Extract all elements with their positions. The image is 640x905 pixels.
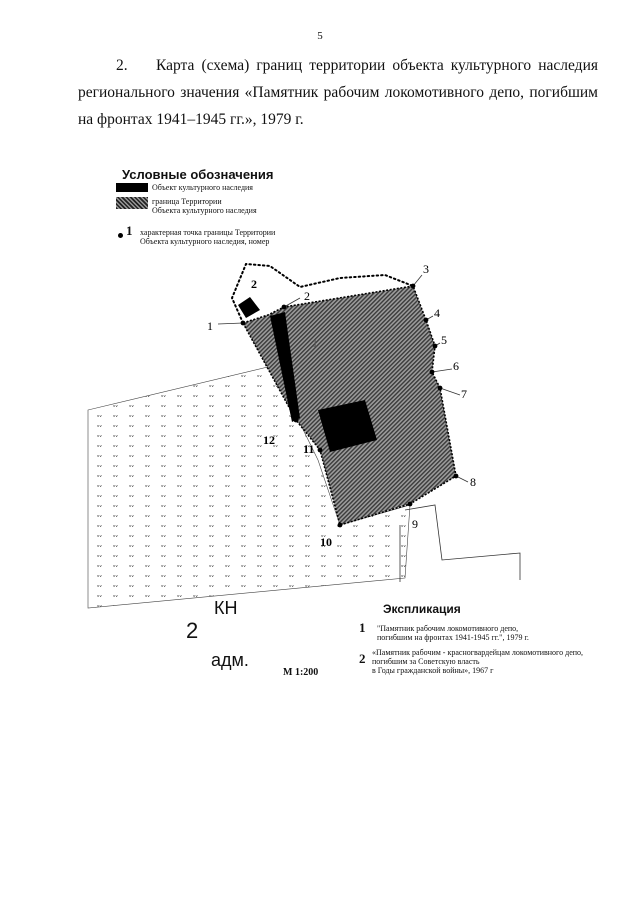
legend-point-label-1: характерная точка границы Территории bbox=[140, 228, 276, 237]
leader-line-2 bbox=[283, 297, 301, 308]
explication-item-line: погибшим за Советскую власть bbox=[372, 657, 480, 666]
boundary-point-3 bbox=[410, 283, 416, 289]
legend-title: Условные обозначения bbox=[122, 167, 274, 182]
district-type: адм. bbox=[211, 650, 249, 670]
map-scale: М 1:200 bbox=[283, 667, 319, 678]
district-number: 2 bbox=[186, 618, 199, 643]
point-label-10: 10 bbox=[320, 535, 332, 549]
boundary-point-9 bbox=[407, 501, 413, 507]
legend-point-number: 1 bbox=[126, 223, 133, 238]
boundary-point-4 bbox=[423, 317, 429, 323]
leader-line-1 bbox=[217, 322, 244, 325]
legend-boundary-swatch bbox=[116, 197, 148, 209]
leader-line-7 bbox=[439, 387, 461, 396]
monument-object-2 bbox=[238, 297, 260, 318]
leader-line-6 bbox=[431, 368, 453, 373]
legend-object-swatch bbox=[116, 183, 148, 192]
legend-boundary-label-1: граница Территории bbox=[152, 197, 222, 206]
boundary-point-1 bbox=[240, 320, 246, 326]
explication-item-number: 1 bbox=[359, 620, 366, 635]
explication-title: Экспликация bbox=[383, 602, 461, 616]
point-label-9: 9 bbox=[412, 517, 418, 531]
heading-number: 2. bbox=[116, 57, 128, 74]
point-label-5: 5 bbox=[441, 333, 447, 347]
legend-object-label: Объект культурного наследия bbox=[152, 183, 253, 192]
point-label-6: 6 bbox=[453, 359, 459, 373]
point-label-12: 12 bbox=[263, 433, 275, 447]
object-1-label: 1 bbox=[312, 336, 318, 350]
point-label-1: 1 bbox=[207, 319, 213, 333]
boundary-point-5 bbox=[432, 343, 438, 349]
explication-item-number: 2 bbox=[359, 651, 366, 666]
monument-object-1-block bbox=[318, 400, 377, 452]
point-label-7: 7 bbox=[461, 387, 467, 401]
monument-object-1 bbox=[270, 312, 300, 422]
explication-item-line: "Памятник рабочим локомотивного депо, bbox=[377, 624, 519, 633]
boundary-point-2 bbox=[281, 304, 287, 310]
explication-item-line: в Годы гражданской войны», 1967 г bbox=[372, 666, 494, 675]
legend-point-label-2: Объекта культурного наследия, номер bbox=[140, 237, 270, 246]
document-heading: 2.Карта (схема) границ территории объект… bbox=[78, 52, 598, 133]
boundary-point-10 bbox=[337, 522, 343, 528]
point-label-3: 3 bbox=[423, 262, 429, 276]
explication-item-line: «Памятник рабочим - красногвардейцам лок… bbox=[372, 648, 584, 657]
boundary-point-6 bbox=[429, 369, 435, 375]
boundary-point-11 bbox=[317, 447, 323, 453]
object-2-label: 2 bbox=[251, 277, 257, 291]
boundary-point-7 bbox=[437, 385, 443, 391]
legend-boundary-label-2: Объекта культурного наследия bbox=[152, 206, 257, 215]
point-label-8: 8 bbox=[470, 475, 476, 489]
point-label-4: 4 bbox=[434, 306, 440, 320]
district-code: КН bbox=[214, 598, 238, 618]
page-number: 5 bbox=[317, 30, 323, 42]
point-label-2: 2 bbox=[304, 289, 310, 303]
adjacent-lot-line bbox=[404, 504, 521, 580]
explication-item-line: погибшим на фронтах 1941-1945 гг.", 1979… bbox=[377, 633, 529, 642]
boundary-point-8 bbox=[453, 473, 459, 479]
object-2-dotted-boundary bbox=[230, 262, 414, 324]
point-label-11: 11 bbox=[303, 442, 314, 456]
heading-text: Карта (схема) границ территории объекта … bbox=[78, 57, 598, 128]
legend-point-dot-icon bbox=[118, 233, 123, 238]
boundary-point-12 bbox=[293, 417, 299, 423]
